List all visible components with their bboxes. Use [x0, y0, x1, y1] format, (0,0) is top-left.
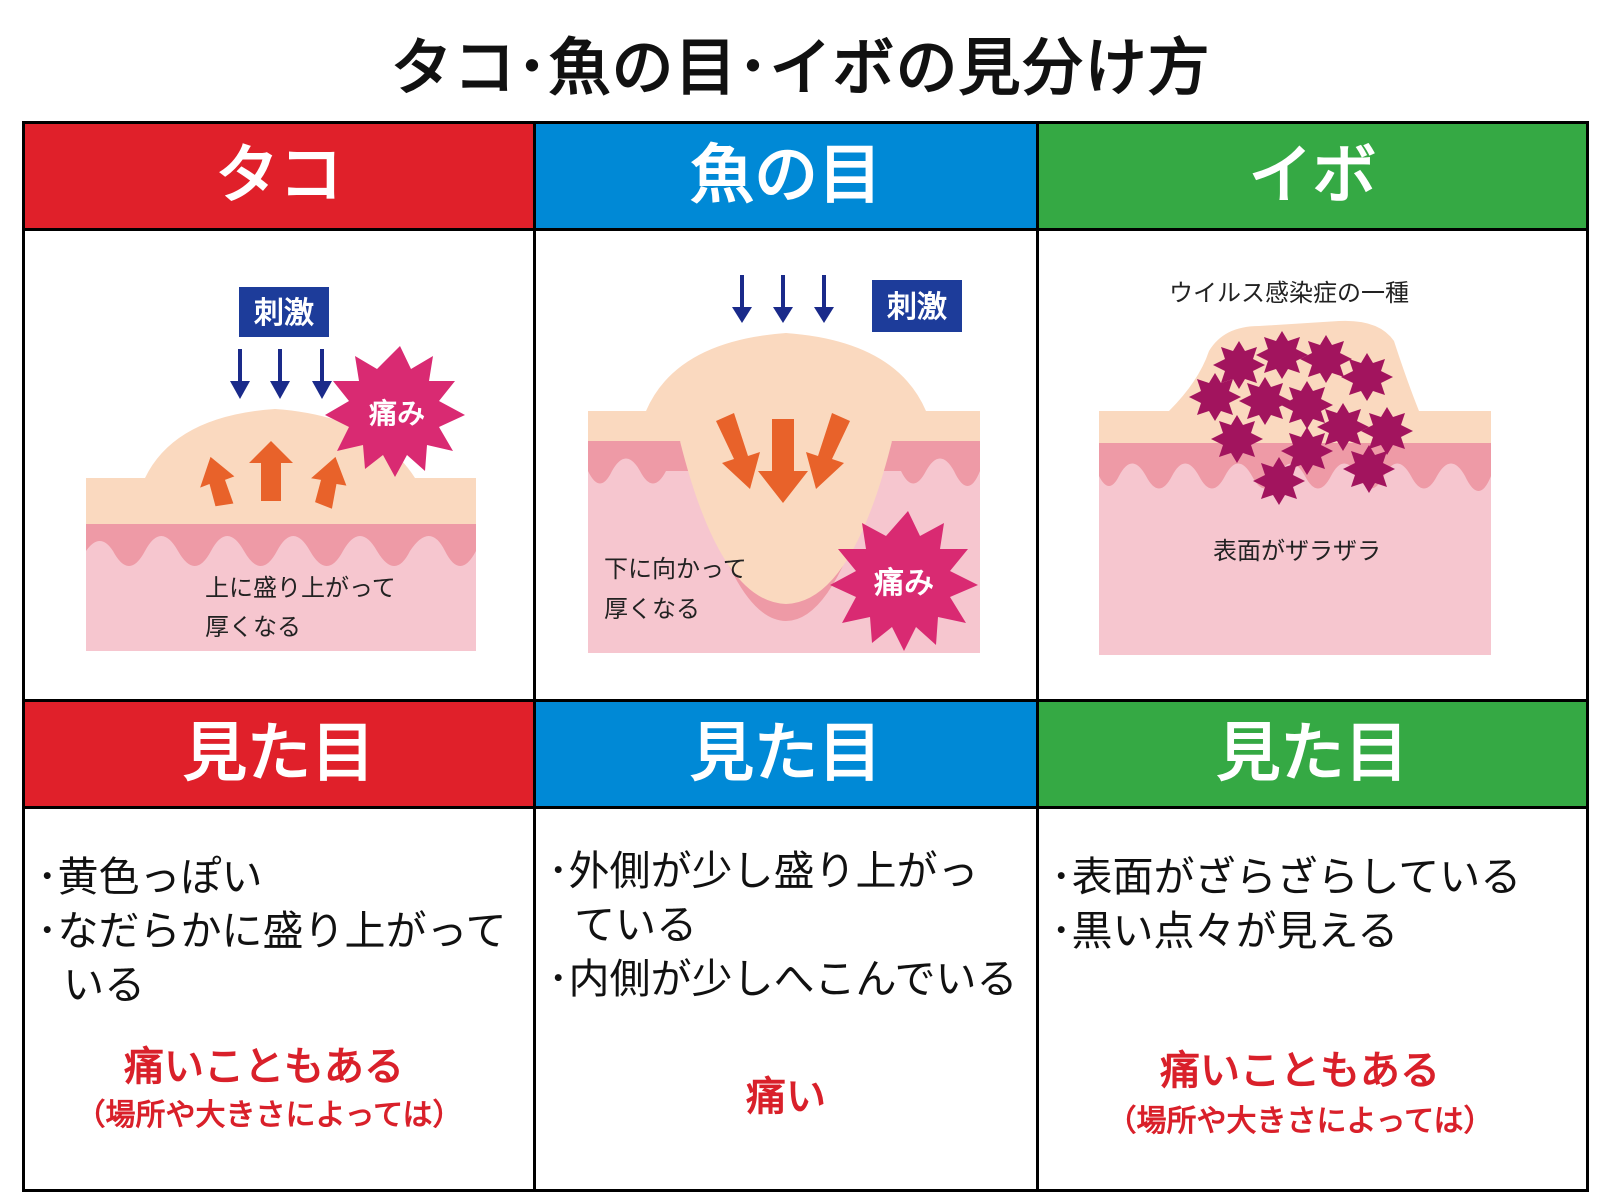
caption-line-1: 表面がザラザラ — [1213, 537, 1381, 565]
look-line: ･内側が少しへこんでいる — [548, 955, 1018, 1003]
look-body-ibo: ･表面がざらざらしている ･黒い点々が見える 痛いこともある （場所や大きさによ… — [1039, 806, 1586, 1189]
down-arrow-icon — [716, 413, 850, 503]
virus-icon — [1189, 331, 1413, 505]
column-header-uonome: 魚の目 — [536, 124, 1036, 231]
comparison-grid: タコ 刺激 — [22, 121, 1589, 1192]
down-arrow-icon — [230, 349, 332, 399]
stimulus-label: 刺激 — [254, 296, 314, 331]
illustration-uonome: 刺激 痛み 下に向かって 厚くなる — [536, 231, 1036, 699]
illustration-tako: 刺激 痛み 上に盛り上がって 厚くなる — [25, 231, 533, 699]
column-header-tako: タコ — [25, 124, 533, 231]
wavy-layer — [1099, 441, 1491, 491]
up-arrow-icon — [200, 441, 347, 509]
caption-line-1: 下に向かって — [604, 555, 747, 583]
look-line: ている — [548, 901, 698, 949]
look-line: ･なだらかに盛り上がって — [37, 907, 507, 955]
pain-burst-icon — [830, 511, 978, 651]
look-body-uonome: ･外側が少し盛り上がっ ている ･内側が少しへこんでいる 痛い — [536, 806, 1036, 1189]
wavy-layer — [86, 521, 476, 566]
pain-note-sub: （場所や大きさによっては） — [75, 1098, 463, 1133]
epidermis-bump — [1099, 320, 1491, 443]
illustration-ibo: ウイルス感染症の一種 — [1039, 231, 1586, 699]
look-line: ･黒い点々が見える — [1051, 907, 1399, 955]
caption-line-1: 上に盛り上がって — [205, 574, 396, 602]
column-uonome: 魚の目 刺激 — [533, 124, 1036, 1189]
stimulus-label-box — [239, 287, 329, 337]
column-ibo: イボ ウイルス感染症の一種 — [1036, 124, 1586, 1189]
caption-line-2: 厚くなる — [604, 595, 700, 623]
column-header-ibo: イボ — [1039, 124, 1586, 231]
column-tako: タコ 刺激 — [25, 124, 533, 1189]
look-header-ibo: 見た目 — [1039, 699, 1586, 809]
pain-label: 痛み — [369, 397, 425, 430]
pain-note-sub: （場所や大きさによっては） — [1106, 1104, 1494, 1139]
page-title: タコ･魚の目･イボの見分け方 — [390, 31, 1211, 104]
look-header-tako: 見た目 — [25, 699, 533, 809]
stimulus-label: 刺激 — [887, 290, 947, 325]
look-line: ･黄色っぽい — [37, 853, 263, 901]
pain-burst-icon — [325, 346, 465, 477]
look-header-uonome: 見た目 — [536, 699, 1036, 809]
pain-note: 痛いこともある — [1160, 1048, 1440, 1094]
pain-note: 痛いこともある — [124, 1044, 404, 1090]
illus-label: ウイルス感染症の一種 — [1169, 279, 1409, 307]
down-arrow-icon — [732, 275, 834, 323]
stimulus-label-box — [872, 280, 962, 332]
look-body-tako: ･黄色っぽい ･なだらかに盛り上がって いる 痛いこともある （場所や大きさによ… — [25, 806, 533, 1189]
look-line: ･外側が少し盛り上がっ — [548, 847, 979, 895]
look-line: いる — [37, 961, 146, 1009]
pain-label: 痛み — [874, 566, 934, 601]
look-line: ･表面がざらざらしている — [1051, 853, 1522, 901]
pain-note: 痛い — [746, 1074, 826, 1120]
caption-line-2: 厚くなる — [205, 613, 301, 641]
